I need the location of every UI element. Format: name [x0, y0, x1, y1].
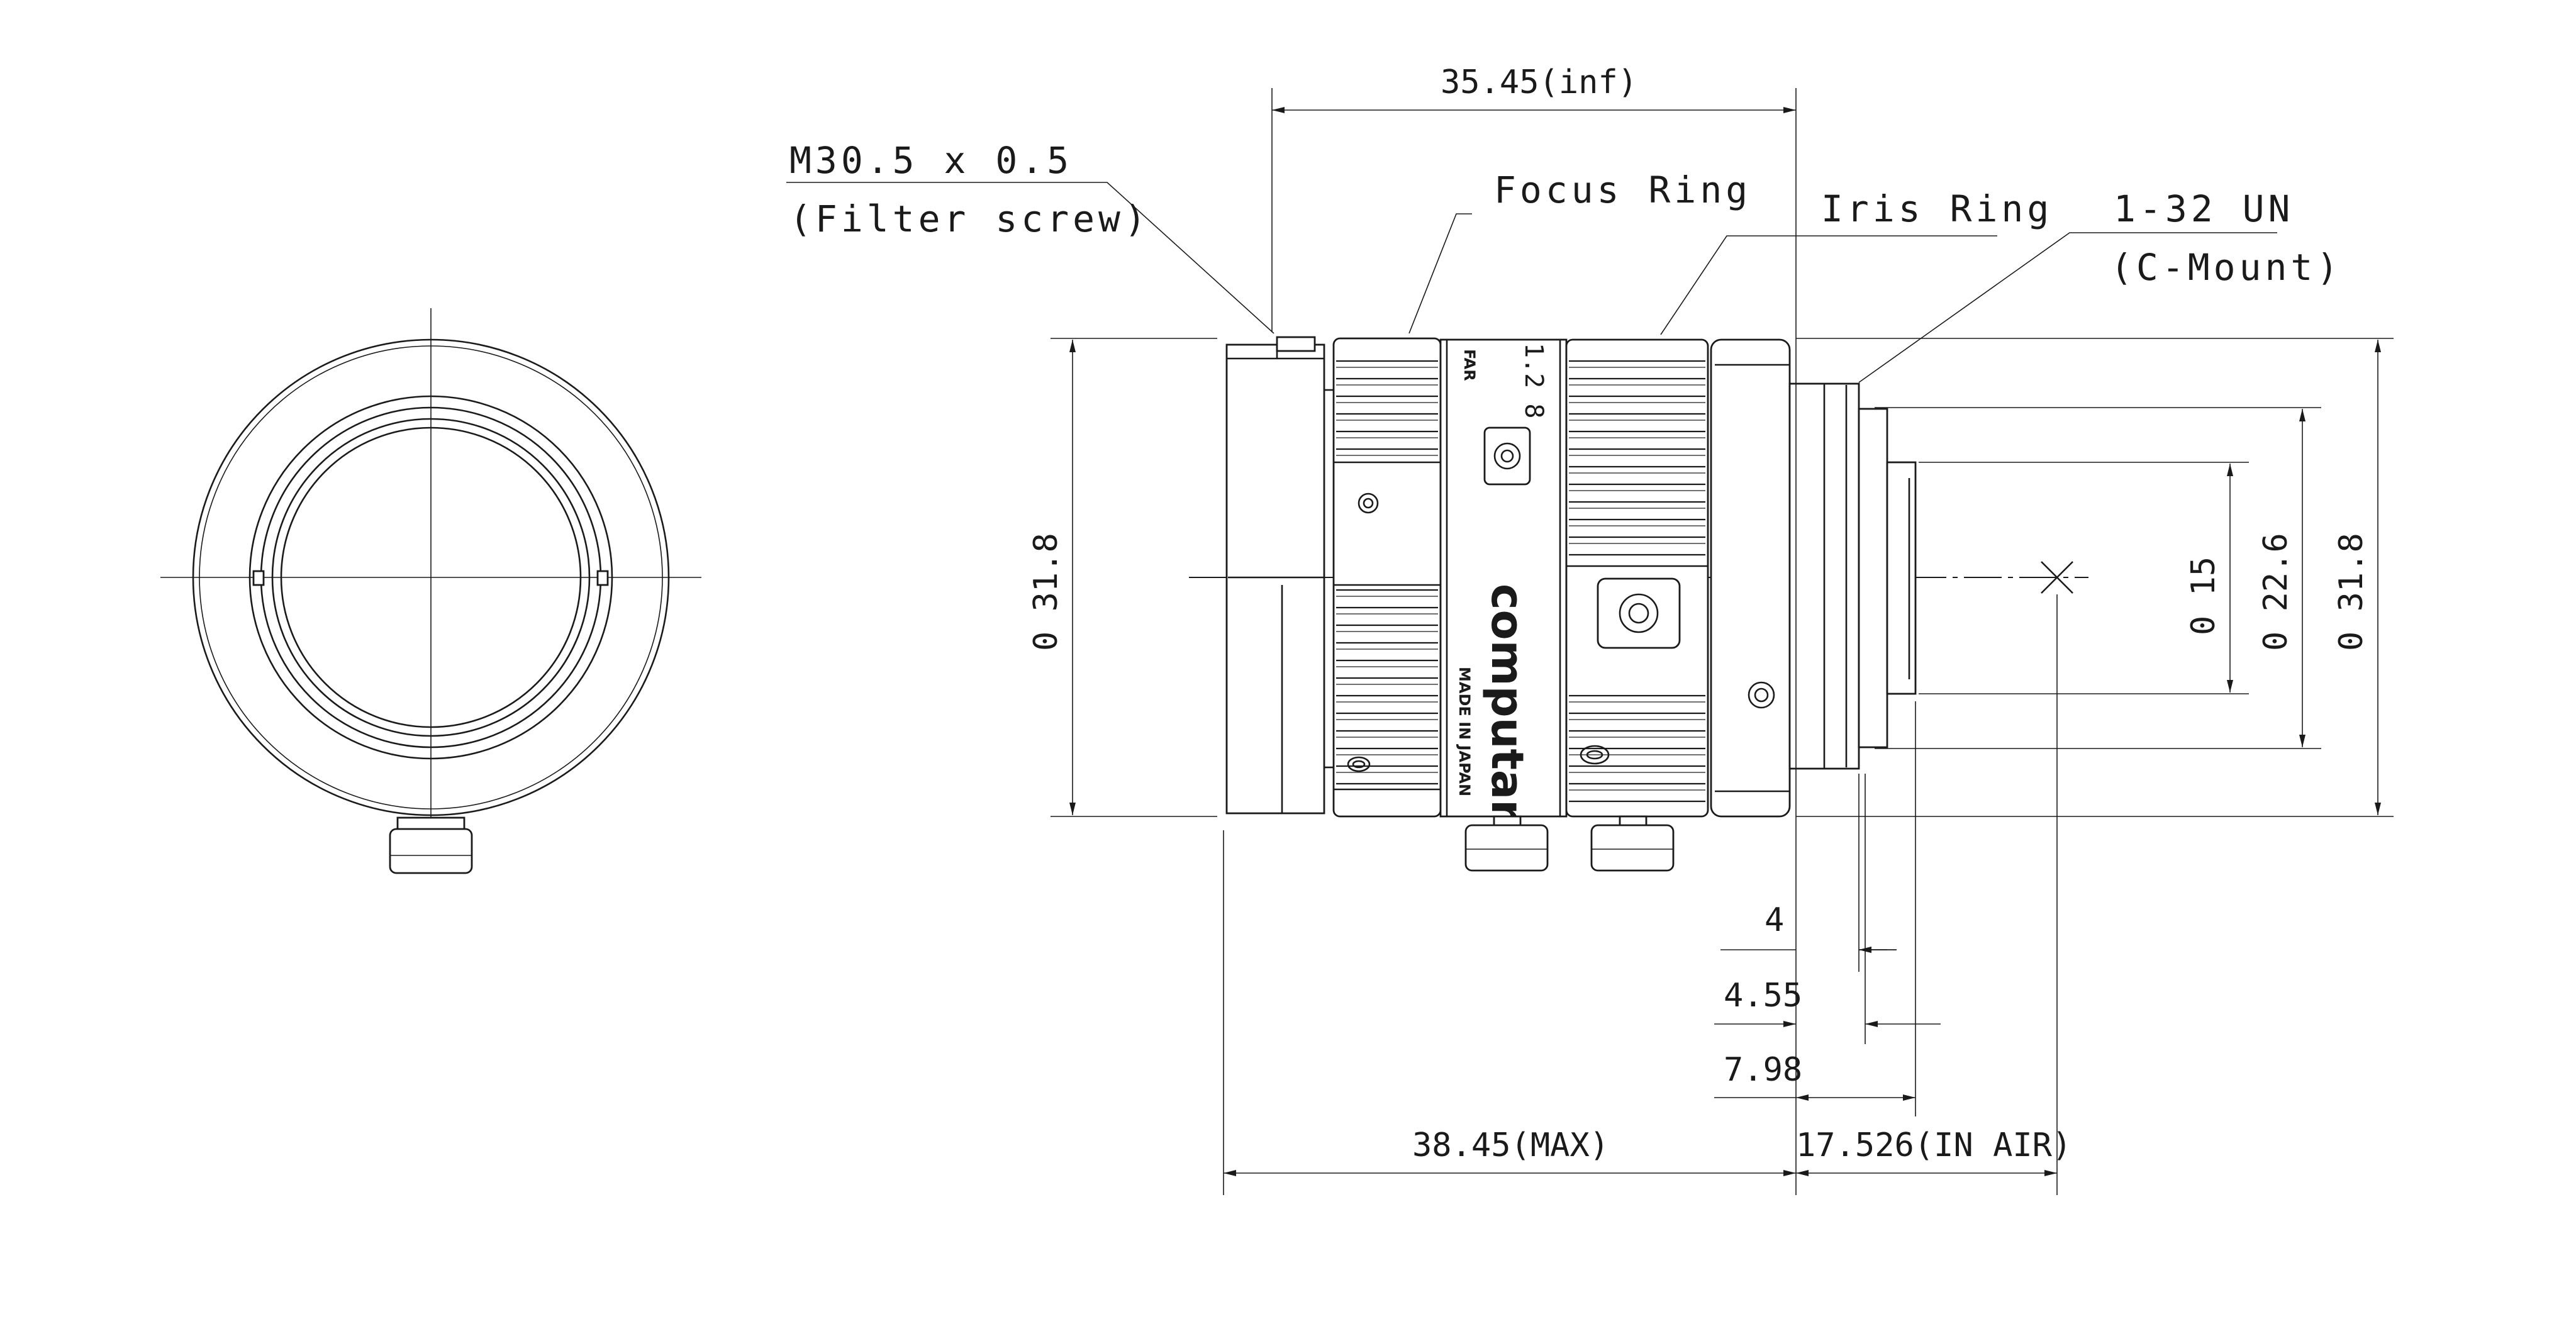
mount-thread-label: 1-32 UN: [2114, 187, 2294, 230]
front-outer-ring: [192, 338, 670, 816]
mount-thread-sub-label: (C-Mount): [2110, 246, 2342, 289]
thumbscrew-icon: [1464, 815, 1549, 872]
brand-label: computar: [1481, 584, 1533, 821]
filter-thread-label: M30.5 x 0.5: [789, 139, 1073, 182]
thumbscrew-icon: [389, 816, 473, 874]
labels: M30.5 x 0.5 (Filter screw) Focus Ring Ir…: [789, 64, 2370, 1164]
filter-thread-sub-label: (Filter screw): [789, 198, 1150, 240]
origin-label: MADE IN JAPAN: [1456, 667, 1473, 796]
marking-band: computar MADE IN JAPAN FAR 1.2 8: [1439, 338, 1568, 821]
filter-tube: [1225, 343, 1325, 815]
front-notch-right: [596, 570, 609, 586]
focus-scale-label: FAR: [1461, 349, 1478, 381]
focus-ring-label: Focus Ring: [1494, 169, 1751, 211]
iris-ring: [1565, 338, 1709, 818]
iris-ring-label: Iris Ring: [1821, 187, 2053, 230]
extension-lines: [1051, 88, 2394, 1195]
dia-rear-label: 0 31.8: [2333, 533, 2370, 651]
mount-4-label: 4: [1765, 901, 1784, 939]
front-notch-left: [252, 570, 265, 586]
length-max-label: 38.45(MAX): [1412, 1127, 1609, 1164]
rear-lens-mount: [1858, 408, 1888, 749]
focus-ring: [1332, 337, 1442, 818]
front-view: [160, 308, 701, 874]
front-outer-ring-inner: [199, 345, 663, 810]
front-glass-outer: [271, 418, 591, 737]
front-filter-ring: [248, 395, 613, 760]
aperture-scale-label: 1.2 8: [1519, 343, 1548, 418]
dia-rear-lens-label: 0 15: [2185, 557, 2222, 635]
rear-lens-element: [1886, 461, 1917, 695]
rear-barrel: [1710, 338, 1917, 818]
side-view: computar MADE IN JAPAN FAR 1.2 8: [1189, 336, 2088, 872]
dia-front-label: 0 31.8: [1027, 533, 1065, 651]
dia-mount-label: 0 22.6: [2257, 533, 2295, 651]
callout-leaders: [786, 182, 2277, 383]
flange-in-air-label: 17.526(IN AIR): [1796, 1127, 2071, 1164]
front-glass: [280, 426, 582, 728]
cross-mark-icon: [2041, 561, 2073, 594]
rear-body: [1710, 338, 1791, 818]
mount-455-label: 4.55: [1724, 977, 1802, 1015]
length-inf-label: 35.45(inf): [1441, 64, 1637, 101]
dimension-lines: [1069, 107, 2381, 1176]
mount-798-label: 7.98: [1724, 1051, 1802, 1089]
thumbscrew-icon: [1590, 815, 1675, 872]
